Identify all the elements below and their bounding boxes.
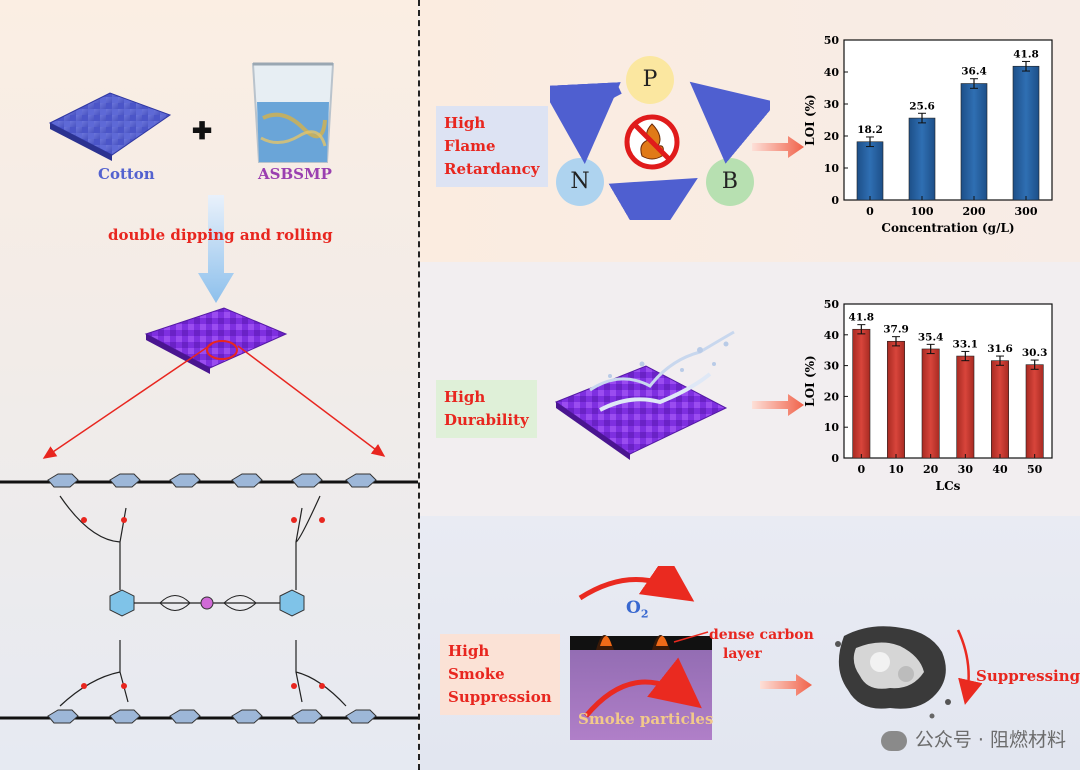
x-tick-label: 30: [958, 463, 974, 476]
label-line: Durability: [444, 411, 529, 429]
y-axis-label: LOI (%): [803, 355, 817, 406]
x-tick-label: 0: [866, 205, 874, 218]
phosphorus-circle: P: [626, 56, 674, 104]
data-label: 36.4: [961, 66, 987, 78]
asbsmp-label: ASBSMP: [258, 165, 332, 183]
suppressing-label: Suppressing: [976, 667, 1080, 685]
beaker-icon: [251, 62, 335, 163]
right-arrow-icon: [752, 136, 804, 158]
x-tick-label: 100: [911, 205, 934, 218]
wechat-icon: [880, 730, 907, 751]
loi-concentration-chart: 0 10 20 30 40 50 18.2 0 25.6 100 36.4 200 41.8 300Con…: [803, 34, 1053, 235]
data-label: 31.6: [987, 343, 1013, 355]
bar: [908, 117, 936, 201]
bar: [852, 328, 871, 459]
y-tick-label: 0: [831, 194, 839, 207]
loi-laundering-chart: 0 10 20 30 40 50 41.8 0 37.9 10 35.4 20 33.1 30 31.6 40…: [803, 298, 1053, 493]
process-label: double dipping and rolling: [108, 226, 333, 244]
dense-carbon-label: dense carbon layer: [709, 626, 814, 664]
label-line: dense carbon: [709, 627, 814, 643]
bar: [960, 83, 988, 201]
smoke-particles-label: Smoke particles: [578, 710, 714, 728]
data-label: 30.3: [1022, 347, 1048, 359]
plot-area: [843, 303, 1053, 459]
right-arrow-icon: [760, 674, 812, 696]
y-tick-label: 50: [824, 298, 840, 311]
bar: [921, 348, 940, 459]
data-label: 41.8: [849, 312, 875, 324]
label-line: High: [448, 642, 490, 660]
plus-icon: ✚: [192, 116, 213, 145]
right-arrow-icon: [752, 394, 804, 416]
treated-fabric-image: [144, 307, 288, 374]
cycle-arrows-icon: [550, 81, 770, 220]
bar: [1025, 364, 1044, 459]
molecular-structure-diagram: [0, 473, 418, 724]
bar: [991, 360, 1009, 459]
data-label: 41.8: [1013, 48, 1039, 60]
no-fire-icon: [624, 114, 680, 170]
smoke-suppression-label: High Smoke Suppression: [440, 634, 560, 715]
boron-circle: B: [706, 158, 754, 206]
x-tick-label: 0: [858, 463, 866, 476]
y-tick-label: 20: [824, 130, 840, 143]
x-tick-label: 40: [992, 463, 1008, 476]
label-line: High: [444, 114, 486, 132]
data-label: 33.1: [953, 338, 979, 350]
watermark: 公众号 · 阻燃材料: [880, 725, 1066, 752]
cotton-label: Cotton: [98, 165, 155, 183]
left-panel: Cotton ✚ ASBSMP double dipping and rolli…: [0, 0, 418, 770]
flame-retardancy-label: High Flame Retardancy: [436, 106, 548, 187]
nitrogen-circle: N: [556, 158, 604, 206]
x-tick-label: 200: [963, 205, 986, 218]
x-axis-label: LCs: [936, 479, 961, 493]
label-line: Flame: [444, 137, 496, 155]
y-tick-label: 10: [824, 162, 840, 175]
down-curve-arrow-icon: [956, 629, 982, 705]
o2-label: O2: [626, 598, 649, 621]
x-tick-label: 300: [1015, 205, 1038, 218]
label-line: Smoke: [448, 665, 505, 683]
down-arrow-icon: [198, 195, 234, 303]
label-line: layer: [723, 646, 762, 662]
bar: [856, 141, 884, 201]
y-tick-label: 20: [824, 390, 840, 403]
data-label: 37.9: [883, 324, 909, 336]
y-tick-label: 10: [824, 421, 840, 434]
label-line: Suppression: [448, 688, 552, 706]
y-tick-label: 30: [824, 360, 840, 373]
bar: [1012, 65, 1040, 201]
data-label: 18.2: [857, 124, 883, 136]
y-axis-label: LOI (%): [803, 94, 817, 145]
zoom-lines: [42, 343, 386, 459]
x-tick-label: 10: [888, 463, 904, 476]
label-line: Retardancy: [444, 160, 540, 178]
y-tick-label: 30: [824, 98, 840, 111]
washing-fabric-image: [554, 330, 735, 460]
label-line: High: [444, 388, 486, 406]
cotton-fabric-image: [48, 92, 172, 161]
data-label: 35.4: [918, 331, 944, 343]
x-axis-label: Concentration (g/L): [881, 221, 1014, 235]
carbon-layer-diagram: [570, 566, 712, 740]
y-tick-label: 0: [831, 452, 839, 465]
y-tick-label: 40: [824, 329, 840, 342]
x-tick-label: 20: [923, 463, 939, 476]
data-label: 25.6: [909, 100, 935, 112]
smoke-particles-image: [835, 626, 951, 719]
y-tick-label: 40: [824, 66, 840, 79]
durability-label: High Durability: [436, 380, 537, 438]
bar: [956, 355, 975, 459]
bar: [887, 340, 905, 459]
y-tick-label: 50: [824, 34, 840, 47]
vertical-divider: [418, 0, 420, 770]
x-tick-label: 50: [1027, 463, 1043, 476]
